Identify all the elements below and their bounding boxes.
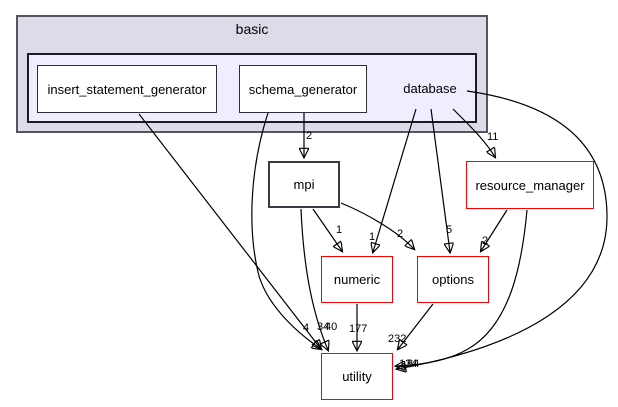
cluster-basic-label: basic [235,21,269,37]
node-options-label: options [432,272,474,287]
node-insert_statement_generator-label: insert_statement_generator [47,81,207,97]
node-utility-label: utility [342,369,372,384]
edge-count-resource_manager-utility[interactable]: 84 [407,358,420,370]
node-resource_manager[interactable]: resource_manager [466,161,594,209]
edge-schema_generator-to-utility [251,112,321,349]
edge-count-mpi-utility[interactable]: 40 [325,321,338,333]
node-database[interactable]: database [403,81,457,96]
edge-insert_statement_generator-to-utility [138,113,321,349]
edge-count-insert_statement_generator-utility[interactable]: 4 [303,322,310,334]
edge-count-schema_generator-mpi[interactable]: 2 [306,130,313,142]
edge-count-mpi-options[interactable]: 2 [397,228,404,240]
edge-count-database-utility[interactable]: 134 [399,358,418,370]
edge-count-resource_manager-options[interactable]: 2 [482,235,489,247]
edge-count-schema_generator-utility[interactable]: 34 [317,321,330,333]
edge-count-mpi-numeric[interactable]: 1 [336,224,343,236]
edge-count-numeric-utility[interactable]: 177 [349,323,368,335]
node-schema_generator-label: schema_generator [248,81,358,97]
node-schema_generator[interactable]: schema_generator [239,65,367,113]
edge-count-database-options[interactable]: 5 [446,224,453,236]
node-utility[interactable]: utility [321,353,393,400]
node-numeric[interactable]: numeric [321,256,393,303]
edge-count-options-utility[interactable]: 232 [388,333,407,345]
node-insert_statement_generator[interactable]: insert_statement_generator [37,65,217,113]
edge-count-database-resource_manager[interactable]: 11 [487,131,499,143]
node-options[interactable]: options [417,256,489,303]
node-mpi[interactable]: mpi [268,161,340,208]
node-numeric-label: numeric [333,272,381,287]
node-mpi-label: mpi [293,177,315,192]
edge-mpi-to-options [340,202,414,249]
edge-count-database-numeric[interactable]: 1 [369,231,376,243]
node-resource_manager-label: resource_manager [475,177,585,193]
